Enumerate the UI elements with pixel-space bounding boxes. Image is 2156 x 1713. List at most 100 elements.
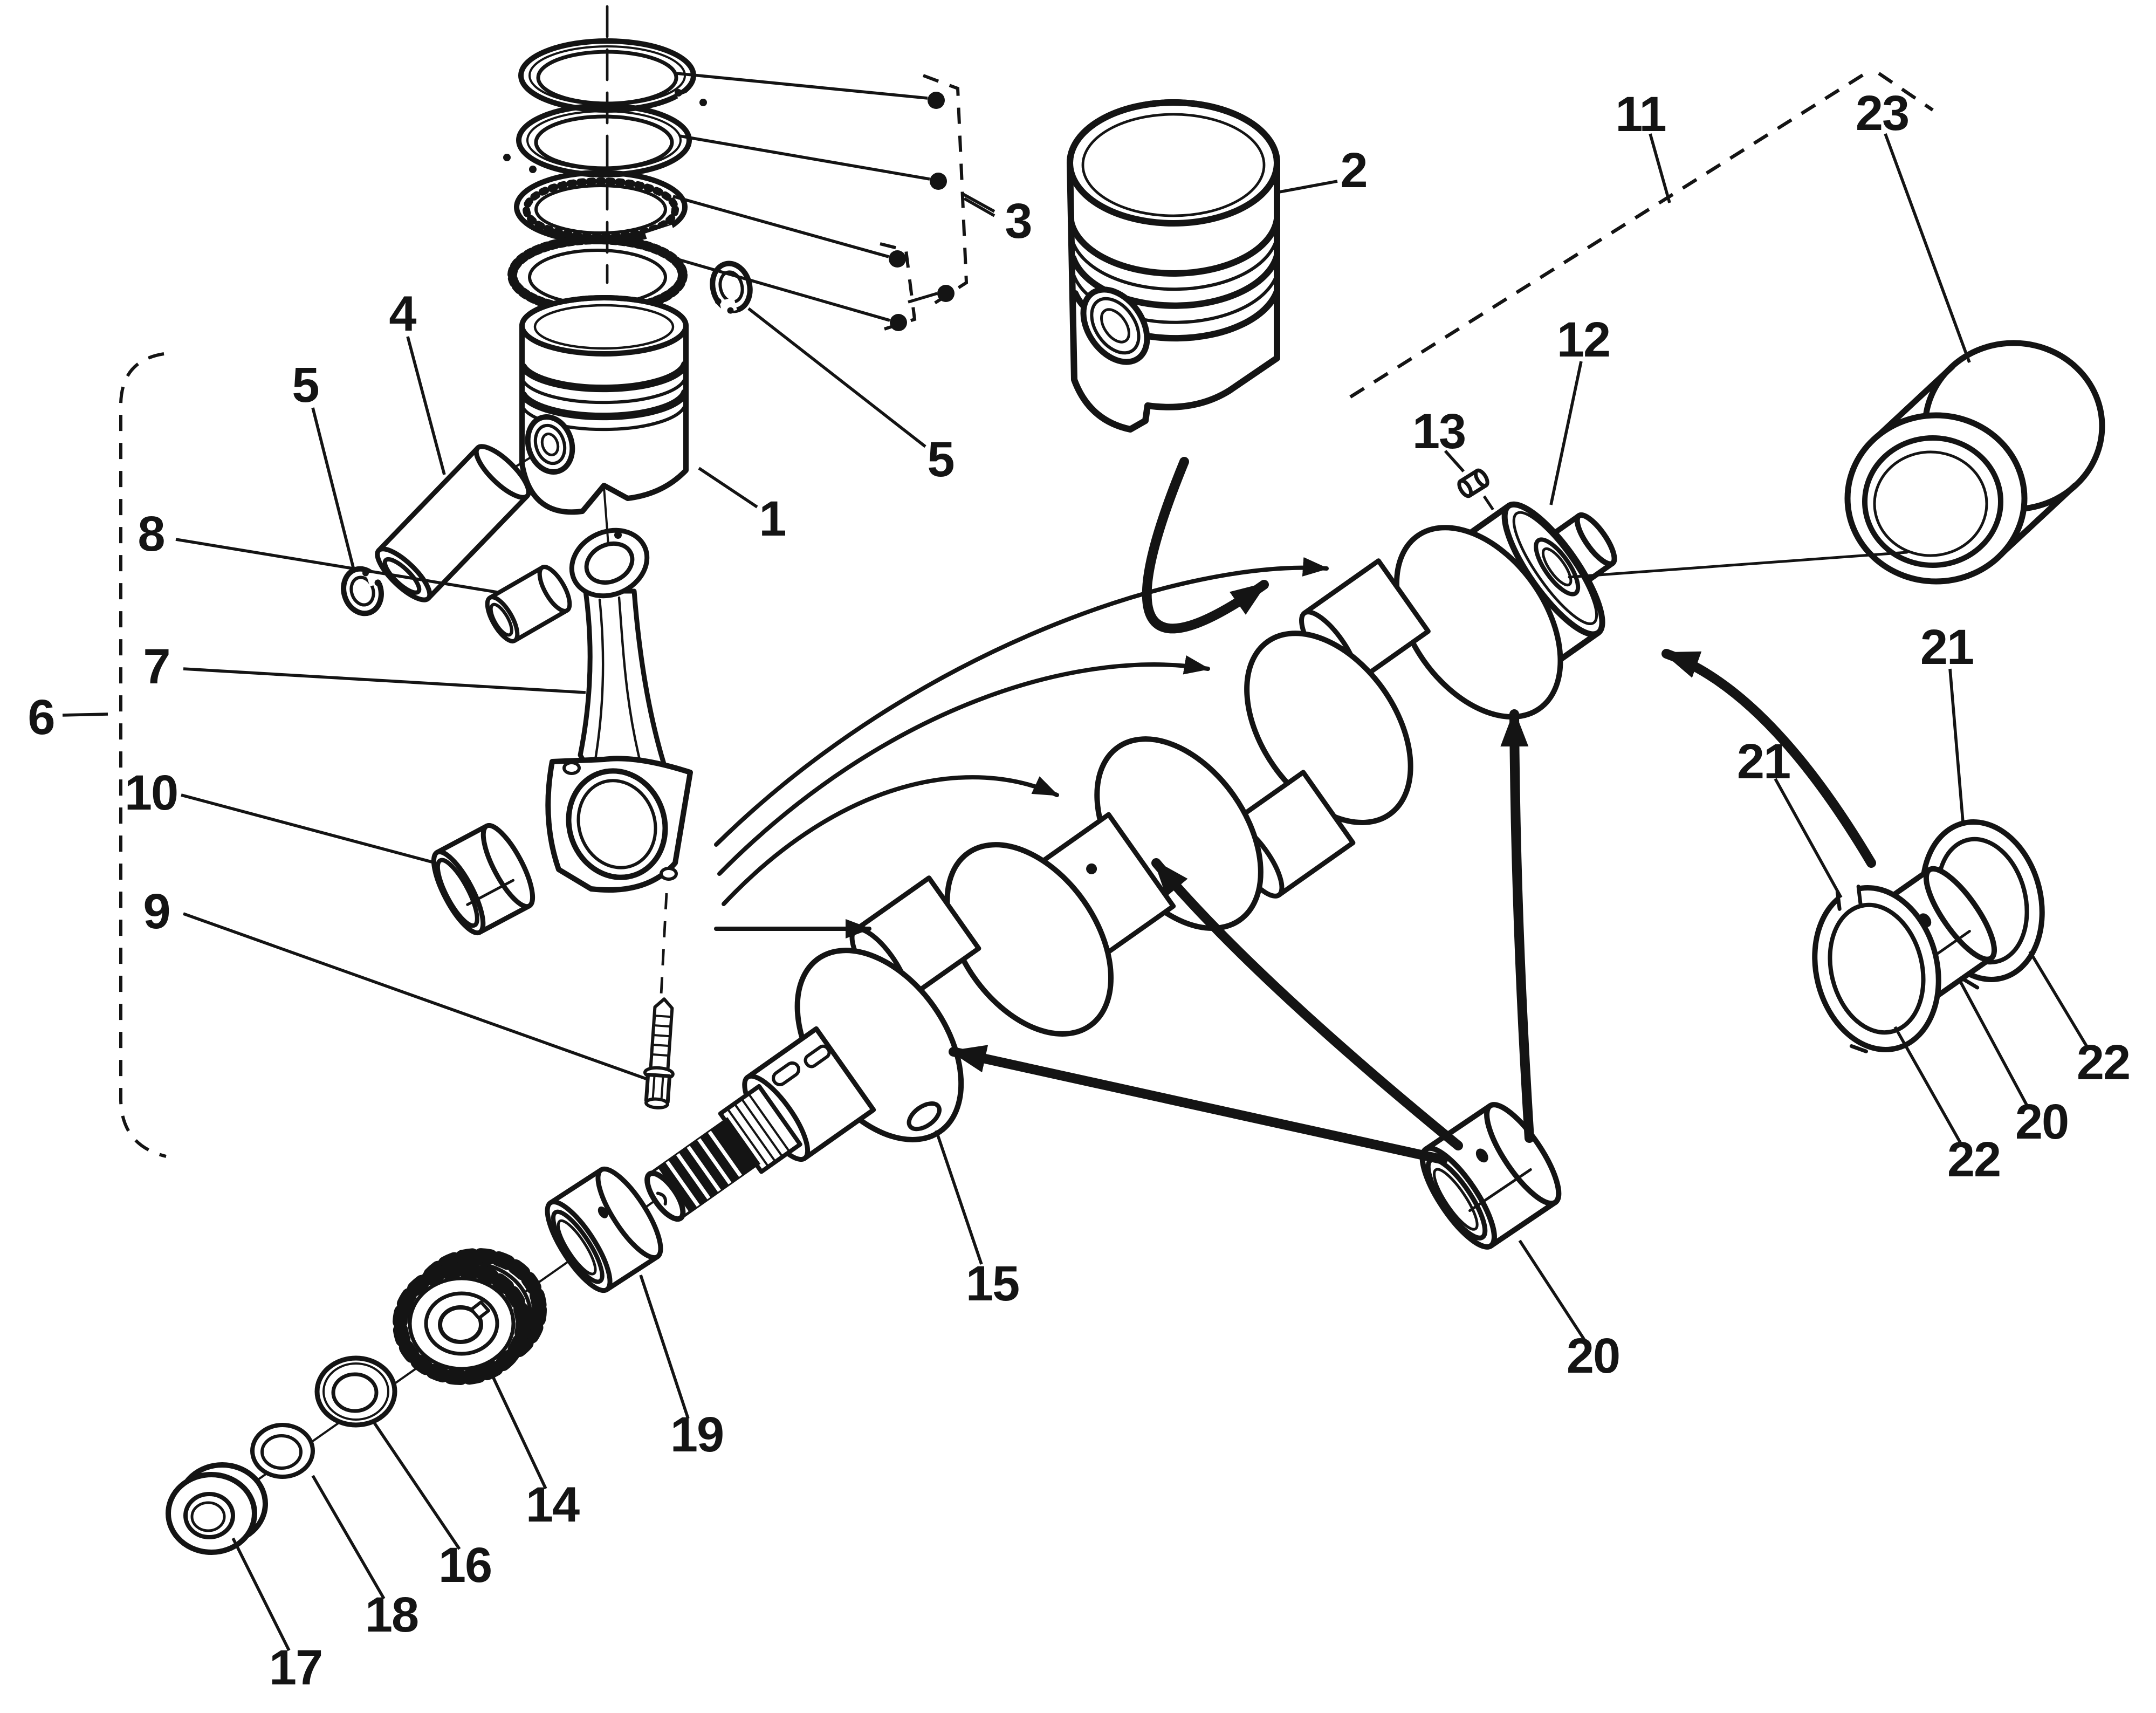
ring-set-dot: [928, 92, 945, 109]
callout-number-2: 2: [1340, 143, 1367, 198]
bearing-install-arrow: [949, 1045, 1448, 1164]
callout-1-piston: 1: [698, 467, 787, 546]
callout-5-piston-pin-circlip: 5: [747, 307, 955, 487]
callout-number-4: 4: [389, 286, 416, 341]
bearing-install-arrow: [1151, 858, 1463, 1150]
piston-pin: [375, 444, 531, 602]
callout-22-thrust-washer-half: 22: [2028, 950, 2131, 1090]
thrust-washer-install-arrow: [1661, 649, 1876, 868]
crankshaft: [644, 501, 1617, 1222]
callout-16-thrust-washer: 16: [370, 1419, 492, 1593]
ring-set-dot: [889, 250, 906, 268]
gear-bore: [438, 1305, 483, 1344]
callout-21-thrust-washer-half: 21: [1920, 620, 1974, 823]
keyway-slot: [772, 1061, 801, 1087]
thrust-washer-front: [1812, 884, 1941, 1053]
rod-install-arrow: [717, 655, 1210, 876]
keyway-slot: [804, 1044, 831, 1068]
callout-number-22: 22: [1947, 1132, 2000, 1187]
oil-hole: [1475, 1148, 1488, 1163]
callout-number-5: 5: [292, 358, 318, 413]
leader-line-4: [406, 336, 446, 475]
callout-19-main-bearing: 19: [639, 1275, 724, 1462]
connecting-rod: [545, 527, 693, 893]
leader-line-10: [181, 793, 436, 865]
leader-line-19: [639, 1275, 690, 1419]
piston-pin-hole: [525, 414, 575, 475]
callout-2-piston: 2: [1279, 143, 1368, 198]
leader-line-1: [698, 467, 758, 509]
crank-web: [944, 842, 1114, 1037]
crankshaft-assembly-dashed-line: [1349, 67, 1873, 399]
callout-10-connecting-rod-bearing: 10: [125, 765, 436, 865]
callout-number-18: 18: [365, 1587, 418, 1642]
callout-13-dowel-pin: 13: [1412, 404, 1466, 472]
leader-line-18: [311, 1475, 386, 1600]
callout-number-15: 15: [966, 1256, 1019, 1311]
small-end-bushing: [485, 565, 572, 643]
leader-line-3: [963, 197, 995, 217]
crankshaft-assembly-dashed-hook: [1878, 72, 1934, 112]
gear-teeth-front: [393, 1262, 531, 1385]
callout-number-6: 6: [28, 690, 54, 745]
compression-ring-1: [518, 38, 710, 113]
leader-line-20: [1957, 977, 2029, 1108]
leader-line-6: [62, 712, 108, 717]
ring-set-dot: [890, 314, 907, 331]
piston-install-arrow: [1142, 457, 1269, 634]
callout-number-14: 14: [526, 1477, 580, 1532]
callout-number-20: 20: [2015, 1094, 2068, 1149]
pilot-bushing-install-line: [1568, 551, 1908, 579]
bearing-install-arrow: [1500, 709, 1534, 1143]
callout-number-21: 21: [1920, 620, 1973, 675]
crank-web: [1393, 525, 1563, 720]
washer-18: [250, 1423, 315, 1479]
pilot-bore: [1534, 537, 1581, 597]
callout-number-23: 23: [1856, 86, 1908, 141]
callout-number-5: 5: [927, 432, 953, 487]
leader-line-9: [183, 912, 647, 1080]
callout-9-connecting-rod-bolt: 9: [143, 884, 647, 1080]
crankshaft-gear: [393, 1248, 547, 1385]
callout-number-9: 9: [143, 884, 169, 939]
pilot-bushing: [1568, 340, 2105, 585]
leader-line-16: [370, 1419, 461, 1550]
install-arrows: [714, 457, 1876, 1164]
pilot-bushing-bore: [1862, 435, 2003, 568]
dowel-pin: [1457, 468, 1489, 498]
leader-line-21: [1774, 778, 1843, 899]
main-bearing-center: [1419, 1102, 1562, 1250]
ring-leader-line: [676, 257, 890, 322]
leader-line-15: [935, 1130, 983, 1265]
callout-number-11: 11: [1615, 87, 1665, 142]
oil-hole: [1086, 863, 1097, 874]
leader-line-20: [1518, 1239, 1586, 1341]
big-end-bore: [566, 768, 668, 880]
compression-ring-2: [503, 103, 692, 181]
leader-line-7: [183, 667, 586, 694]
callout-20-main-bearing: 20: [1518, 1239, 1621, 1383]
ring-set-link-line: [908, 292, 938, 304]
callout-22-thrust-washer-half: 22: [1893, 1026, 2001, 1187]
piston-pin-circlip-right: [710, 261, 753, 314]
callout-number-3: 3: [1005, 194, 1031, 249]
leader-line-13: [1444, 450, 1465, 472]
callout-4-piston-pin: 4: [389, 286, 446, 475]
rod-bolt-dashed-line: [660, 893, 668, 995]
rod-install-arrow: [722, 775, 1059, 906]
ring-leader-line: [676, 72, 928, 100]
callout-7-connecting-rod: 7: [143, 639, 586, 694]
callout-number-7: 7: [143, 639, 169, 694]
woodruff-key: [907, 1101, 942, 1132]
callout-5-piston-pin-circlip: 5: [292, 358, 355, 570]
leader-line-14: [489, 1371, 547, 1490]
connecting-rod-group-bracket: [119, 352, 167, 1158]
rod-install-arrow: [714, 557, 1329, 847]
callout-number-17: 17: [269, 1640, 322, 1695]
rear-stub-end: [1574, 512, 1617, 567]
callout-number-1: 1: [759, 491, 785, 546]
piston-ring-stack: [503, 5, 710, 317]
piston-to-rod-line: [603, 487, 609, 546]
rod-bolt-hole: [562, 761, 581, 775]
leader-line-21: [1948, 668, 1965, 823]
